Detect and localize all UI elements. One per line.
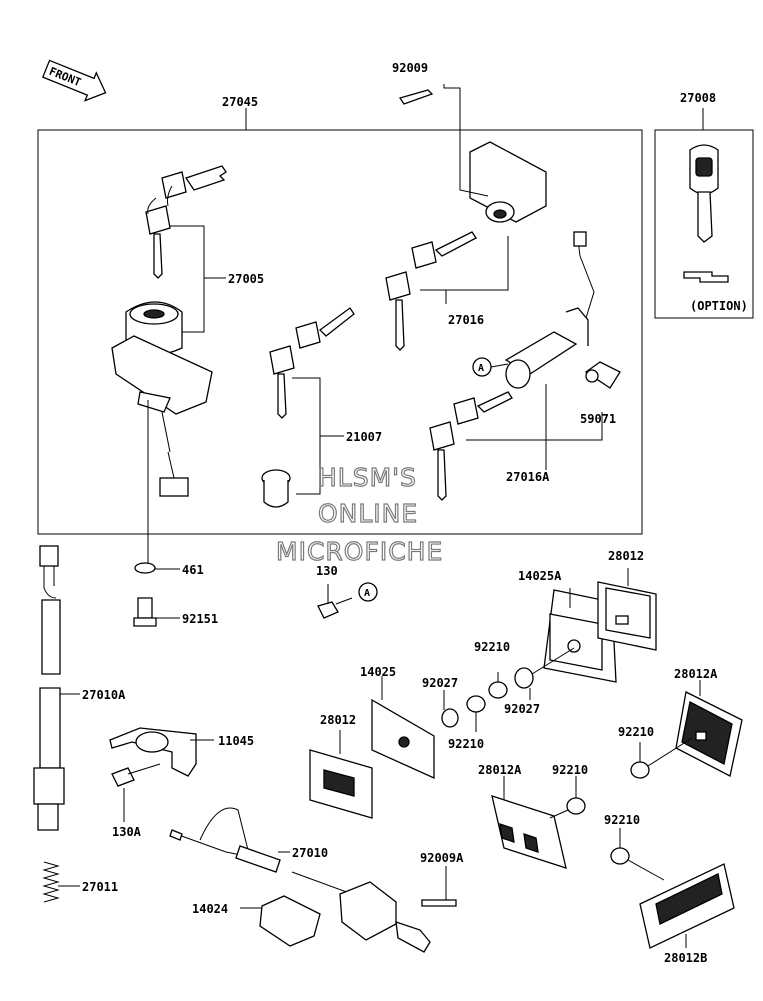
stop-switch xyxy=(291,871,431,953)
svg-text:A: A xyxy=(478,363,484,374)
helmet-lock xyxy=(504,231,595,389)
label-14025A: 14025A xyxy=(518,569,562,583)
label-28012B: 28012B xyxy=(664,951,707,965)
switch-27010A xyxy=(33,545,65,831)
label-27010: 27010 xyxy=(292,846,328,860)
leader-27005 xyxy=(170,225,205,333)
key-ring xyxy=(147,185,173,215)
leader-92009 xyxy=(443,84,489,197)
leader-27016 xyxy=(420,289,447,304)
spacer-92027 xyxy=(514,667,534,689)
reflector-28012A-mid xyxy=(491,795,567,869)
label-11045: 11045 xyxy=(218,734,254,748)
key-set-27016A xyxy=(429,391,513,501)
bracket-11045 xyxy=(109,727,197,777)
clip-59071 xyxy=(584,361,621,389)
label-92210-a: 92210 xyxy=(474,640,510,654)
harness-27010 xyxy=(169,807,281,873)
label-92009A: 92009A xyxy=(420,851,464,865)
label-92210-c: 92210 xyxy=(618,725,654,739)
nut-92210-c xyxy=(630,761,650,779)
label-92210-d: 92210 xyxy=(552,763,588,777)
label-130A: 130A xyxy=(112,825,142,839)
label-28012A-right: 28012A xyxy=(674,667,718,681)
ref-circle-a-2 xyxy=(358,582,378,602)
key-set-21007 xyxy=(269,307,355,419)
nut-92210-b xyxy=(466,695,486,713)
key-set-27016 xyxy=(385,231,477,351)
label-92151: 92151 xyxy=(182,612,218,626)
key-shape xyxy=(161,165,227,199)
reflector-28012A-right xyxy=(675,691,743,777)
leader-21007 xyxy=(292,377,321,495)
label-92009: 92009 xyxy=(392,61,428,75)
label-27016A: 27016A xyxy=(506,470,550,484)
reflector-28012B xyxy=(639,863,735,949)
front-arrow: FRONT xyxy=(41,59,107,102)
bolt-92151 xyxy=(133,597,157,627)
label-28012A-mid: 28012A xyxy=(478,763,522,777)
label-27010A: 27010A xyxy=(82,688,126,702)
front-arrow-icon xyxy=(41,59,107,102)
label-27005: 27005 xyxy=(228,272,264,286)
label-59071: 59071 xyxy=(580,412,616,426)
kit-frame xyxy=(37,129,643,535)
label-461: 461 xyxy=(182,563,204,577)
bolt-130 xyxy=(317,584,353,619)
label-27045: 27045 xyxy=(222,95,258,109)
label-28012-top: 28012 xyxy=(608,549,644,563)
lock-cap xyxy=(261,469,291,508)
spring-27011 xyxy=(42,861,60,903)
screw-92009 xyxy=(398,89,434,105)
watermark-line-1: HLSM'S xyxy=(318,463,417,492)
reflector-14025 xyxy=(371,698,435,780)
option-frame xyxy=(654,129,754,319)
option-label: (OPTION) xyxy=(690,299,748,313)
reflector-28012-mid xyxy=(309,749,373,819)
key-shape xyxy=(145,205,171,279)
label-27016: 27016 xyxy=(448,313,484,327)
label-14024: 14024 xyxy=(192,902,228,916)
label-130: 130 xyxy=(316,564,338,578)
nut-92210-d xyxy=(566,797,586,815)
watermark-line-2: ONLINE xyxy=(318,499,418,528)
washer-461 xyxy=(134,562,156,574)
option-key-27008 xyxy=(683,144,729,283)
key-set-27005 xyxy=(145,165,227,279)
label-21007: 21007 xyxy=(346,430,382,444)
label-27008: 27008 xyxy=(680,91,716,105)
label-92027-b: 92027 xyxy=(422,676,458,690)
connector xyxy=(159,477,189,497)
screw-92009A xyxy=(421,866,457,907)
watermark-line-3: MICROFICHE xyxy=(276,537,443,566)
label-27011: 27011 xyxy=(82,880,118,894)
nut-92210-e xyxy=(610,847,630,865)
switch-14024 xyxy=(259,895,321,947)
nut-92210 xyxy=(488,681,508,699)
reflector-28012-top xyxy=(597,581,657,651)
bolt-130A xyxy=(111,763,161,822)
label-92210-b: 92210 xyxy=(448,737,484,751)
svg-text:A: A xyxy=(364,588,370,599)
label-14025: 14025 xyxy=(360,665,396,679)
label-92210-e: 92210 xyxy=(604,813,640,827)
ignition-switch xyxy=(111,301,213,566)
label-28012-mid: 28012 xyxy=(320,713,356,727)
seat-lock-bracket xyxy=(469,141,547,223)
spacer-92027-b xyxy=(441,708,459,728)
reflector-14025A xyxy=(543,589,617,683)
label-92027-a: 92027 xyxy=(504,702,540,716)
